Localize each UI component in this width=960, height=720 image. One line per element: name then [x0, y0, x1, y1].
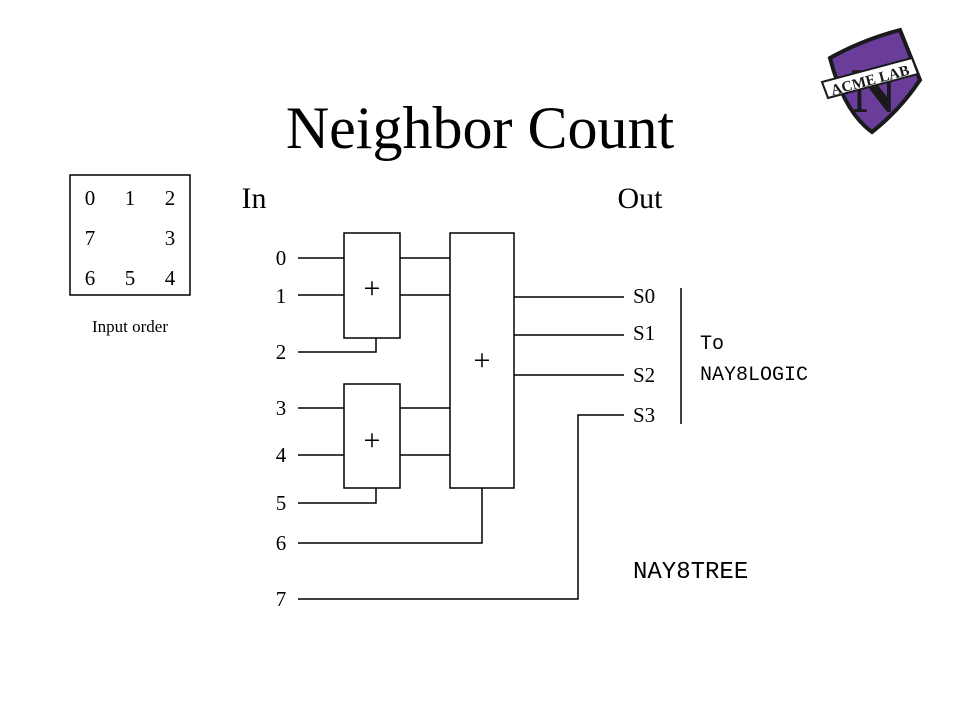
- grid-cell: 0: [85, 186, 96, 210]
- output-labels: S0 S1 S2 S3: [633, 284, 655, 427]
- logo-banner: [820, 56, 920, 100]
- grid-cell: 3: [165, 226, 176, 250]
- input-label: 7: [276, 587, 287, 611]
- output-label-s3: S3: [633, 403, 655, 427]
- input-label: 1: [276, 284, 287, 308]
- wire-in-5: [298, 488, 377, 504]
- out-label: Out: [618, 182, 664, 215]
- page-title: Neighbor Count: [285, 95, 675, 161]
- input-labels: 0 1 2 3 4 5 6 7: [276, 246, 287, 611]
- output-label-s1: S1: [633, 321, 655, 345]
- input-label: 5: [276, 491, 287, 515]
- grid-caption: Input order: [92, 317, 168, 336]
- input-label: 0: [276, 246, 287, 270]
- adder-main-symbol: +: [474, 344, 491, 377]
- adder-main: [449, 232, 515, 489]
- output-label-s0: S0: [633, 284, 655, 308]
- adder-bottom: [343, 383, 401, 489]
- grid-cell: 6: [85, 266, 96, 290]
- adders: + + +: [343, 232, 515, 489]
- grid-cell: 7: [85, 226, 96, 250]
- wire-in-7: [298, 414, 624, 600]
- output-label-s2: S2: [633, 363, 655, 387]
- grid-cell: 1: [125, 186, 136, 210]
- wire-in-2: [298, 338, 377, 353]
- input-label: 3: [276, 396, 287, 420]
- bracket-label-line-1: To: [700, 333, 724, 356]
- module-name: NAY8TREE: [633, 559, 748, 586]
- input-order-grid: 0 1 2 7 3 6 5 4 Input order: [69, 174, 191, 336]
- in-label: In: [242, 182, 267, 215]
- input-label: 6: [276, 531, 287, 555]
- bracket-label-line-2: NAY8LOGIC: [700, 364, 808, 387]
- grid-cell: 5: [125, 266, 136, 290]
- adder-top-symbol: +: [364, 272, 381, 305]
- input-label: 2: [276, 340, 287, 364]
- input-label: 4: [276, 443, 287, 467]
- wires: [298, 257, 682, 600]
- wire-in-6: [298, 488, 483, 544]
- grid-border: [69, 174, 191, 296]
- acme-lab-logo: N ACME LAB: [820, 27, 923, 135]
- adder-bottom-symbol: +: [364, 424, 381, 457]
- grid-cell: 2: [165, 186, 176, 210]
- grid-cell: 4: [165, 266, 176, 290]
- adder-top: [343, 232, 401, 339]
